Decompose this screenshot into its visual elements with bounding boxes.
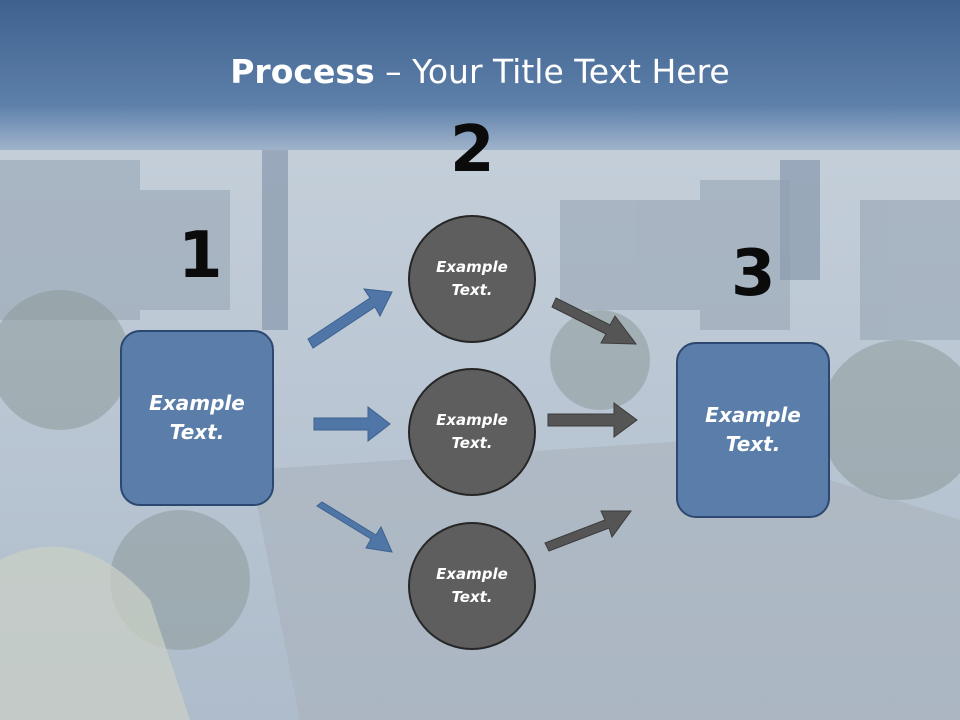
circle-middle-text-line1: Example	[436, 411, 508, 429]
step-number-1: 1	[178, 219, 223, 293]
circle-bottom-text-line2: Text.	[451, 588, 493, 606]
step-1-text-line2: Text.	[169, 420, 225, 444]
circle-top-text-line2: Text.	[451, 281, 493, 299]
step-1-text-line1: Example	[149, 391, 245, 415]
circle-top-text-line1: Example	[436, 258, 508, 276]
step-number-3: 3	[731, 237, 776, 311]
step-3-text-line2: Text.	[725, 432, 781, 456]
title-bold: Process	[230, 52, 375, 91]
circle-bottom-text-line1: Example	[436, 565, 508, 583]
step-3-text-line1: Example	[705, 403, 801, 427]
circle-middle-text-line2: Text.	[451, 434, 493, 452]
step-number-2: 2	[450, 113, 495, 187]
slide-title: Process – Your Title Text Here	[0, 52, 960, 91]
title-rest: – Your Title Text Here	[374, 52, 730, 91]
